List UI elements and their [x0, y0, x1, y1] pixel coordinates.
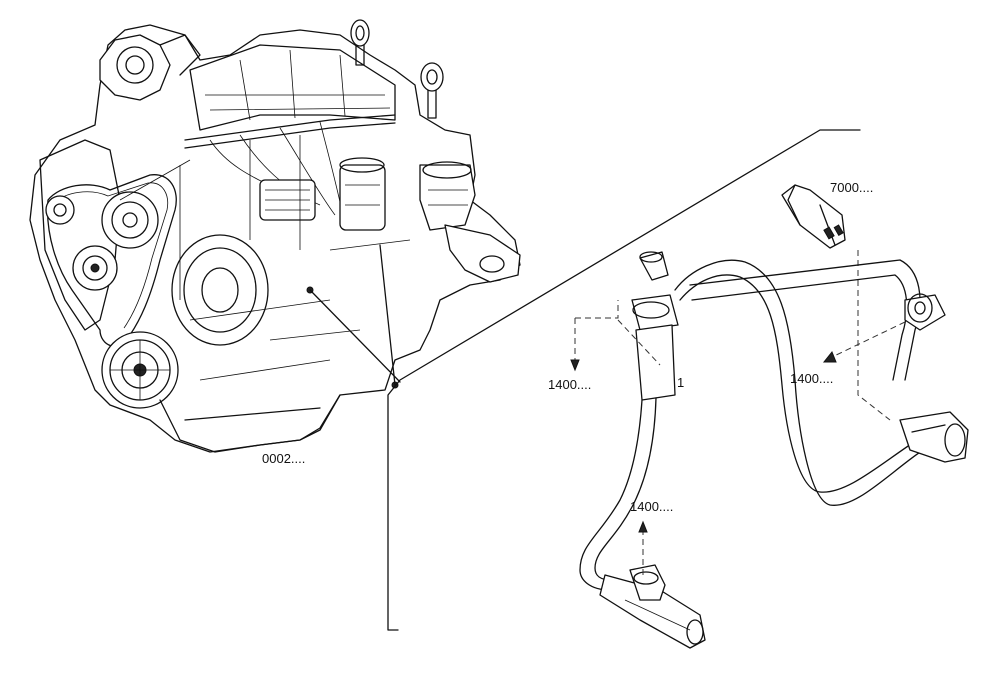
lifting-eye-front [350, 19, 370, 66]
install-arrow-top-right [822, 321, 906, 363]
engine-assembly [29, 19, 521, 453]
callout-pipe-top-right: 1400.... [790, 371, 834, 386]
alternator-pulley [72, 245, 118, 291]
fuel-filter [339, 157, 386, 231]
timing-cover [39, 139, 121, 331]
fuel-rail [184, 114, 396, 149]
pipe-tee-fitting [631, 251, 679, 401]
pipe-end-connector-bottom [599, 564, 706, 649]
turbocharger [99, 34, 171, 101]
callout-engine-assembly: 0002.... [262, 451, 306, 466]
pipe-lower-outer [579, 399, 643, 591]
pipe-upper-loop-inner [679, 274, 931, 493]
detail-pointer-lower [379, 244, 396, 386]
lifting-eye-rear [420, 62, 444, 119]
sensor-install-line [857, 250, 891, 421]
pipe-elbow-fitting [904, 293, 946, 331]
pipe-lower-inner [594, 397, 657, 581]
egr-cooler [419, 161, 476, 231]
pressure-sensor-part [781, 184, 891, 421]
callout-pressure-sensor: 7000.... [830, 180, 874, 195]
valve-cover [189, 44, 396, 131]
accessory-belt [46, 174, 177, 347]
engine-mount-bracket [444, 224, 521, 283]
oil-pan [159, 394, 341, 453]
install-arrow-top-left [570, 300, 661, 372]
callout-pipe-top-left: 1400.... [548, 377, 592, 392]
detail-view-bracket [387, 129, 861, 631]
pipe-upper-loop-outer [674, 259, 941, 506]
callout-item-number: 1 [677, 375, 685, 390]
leader-lines [309, 129, 861, 631]
water-pump-pulley [101, 191, 159, 249]
install-arrow-bottom [638, 520, 648, 575]
callout-pipe-bottom: 1400.... [630, 499, 674, 514]
pipe-assembly [579, 251, 969, 649]
engine-block-outline [29, 24, 521, 453]
pipe-end-connector-right [899, 411, 969, 463]
flywheel-housing [171, 234, 269, 346]
idler-pulley [45, 195, 75, 225]
detail-pointer-upper [309, 289, 401, 383]
high-pressure-pump [259, 179, 316, 221]
crankshaft-damper [101, 331, 179, 409]
